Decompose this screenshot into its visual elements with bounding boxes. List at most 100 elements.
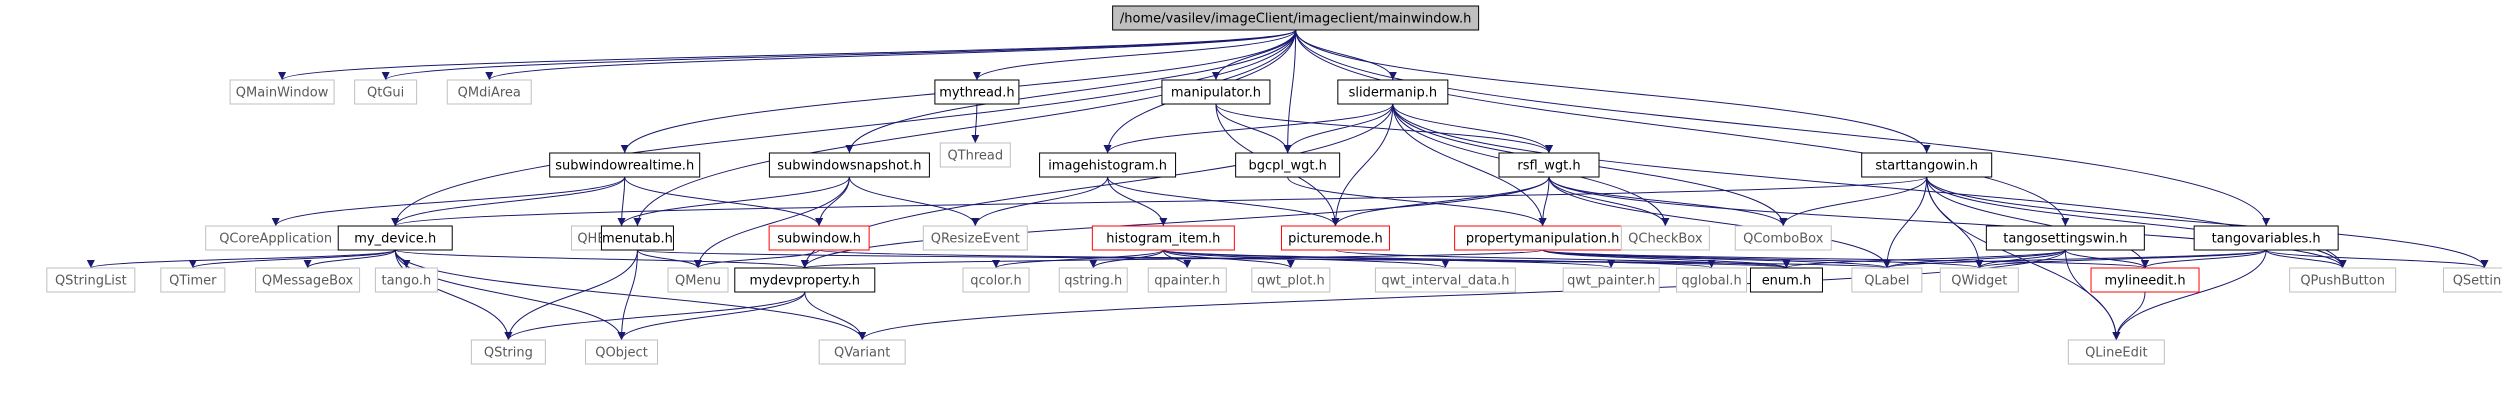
node-box-subwindowsnapshot [768, 152, 930, 178]
edge-tangovariables-to-mylineedit [2141, 249, 2267, 269]
edge-mythread-to-QThread [971, 103, 980, 144]
node-tangovariables[interactable]: tangovariables.h [2193, 225, 2339, 251]
edge-mydevproperty-to-QString [504, 291, 806, 341]
edge-mylineedit-to-QLineEdit [2112, 291, 2146, 341]
edge-propertymanipulation-to-mylineedit [1542, 249, 2149, 269]
node-qpainter: qpainter.h [1147, 267, 1227, 293]
node-box-QResizeEvent [922, 225, 1028, 251]
node-tangosettingswin[interactable]: tangosettingswin.h [1985, 225, 2145, 251]
node-box-QtGui [354, 79, 418, 105]
node-bgcpl_wgt[interactable]: bgcpl_wgt.h [1235, 152, 1341, 178]
node-label-QTimer: QTimer [169, 274, 217, 289]
node-propertymanipulation[interactable]: propertymanipulation.h [1454, 225, 1632, 251]
node-mainwindow[interactable]: /home/vasilev/imageClient/imageclient/ma… [1112, 5, 1480, 31]
node-label-tangosettingswin: tangosettingswin.h [2003, 232, 2127, 247]
node-box-tango [374, 267, 438, 293]
node-box-qwt_painter [1562, 267, 1660, 293]
node-picturemode[interactable]: picturemode.h [1280, 225, 1390, 251]
node-label-my_device: my_device.h [354, 232, 436, 247]
node-label-QLabel: QLabel [1864, 274, 1909, 289]
node-box-qcolor [962, 267, 1030, 293]
node-subwindow[interactable]: subwindow.h [768, 225, 870, 251]
edge-rsfl_wgt-to-QLabel [1548, 176, 1891, 269]
node-box-qstring [1058, 267, 1128, 293]
node-label-QMainWindow: QMainWindow [236, 86, 329, 101]
node-label-qpainter: qpainter.h [1154, 274, 1220, 289]
node-subwindowsnapshot[interactable]: subwindowsnapshot.h [768, 152, 930, 178]
edge-histogram_item-to-qwt_interval_data [1162, 249, 1450, 269]
edge-subwindowsnapshot-to-QResizeEvent [848, 176, 980, 227]
node-mylineedit[interactable]: mylineedit.h [2090, 267, 2200, 293]
edge-tangosettingswin-to-QLabel [1883, 249, 2066, 269]
node-enum[interactable]: enum.h [1749, 267, 1823, 293]
node-box-qglobal [1676, 267, 1748, 293]
edge-subwindow-to-QMenu [694, 249, 820, 269]
edge-histogram_item-to-qcolor [992, 249, 1164, 269]
edge-slidermanip-to-picturemode [1331, 103, 1394, 227]
node-label-qwt_painter: qwt_painter.h [1567, 274, 1655, 289]
edge-mainwindow-to-QMdiArea [485, 29, 1297, 81]
node-QObject: QObject [585, 339, 659, 365]
node-label-QtGui: QtGui [367, 86, 404, 101]
edge-menutab-to-QString [504, 249, 638, 341]
node-imagehistogram[interactable]: imagehistogram.h [1039, 152, 1177, 178]
node-QMenu: QMenu [667, 267, 729, 293]
node-histogram_item[interactable]: histogram_item.h [1091, 225, 1235, 251]
edge-starttangowin-to-QSettings [1926, 176, 2489, 269]
edge-manipulator-to-rsfl_wgt [1215, 103, 1553, 154]
node-label-subwindowrealtime: subwindowrealtime.h [555, 159, 694, 174]
node-label-QWidget: QWidget [1951, 274, 2007, 289]
edge-subwindowrealtime-to-QCoreApplication [271, 176, 626, 227]
node-box-QObject [585, 339, 659, 365]
node-subwindowrealtime[interactable]: subwindowrealtime.h [549, 152, 701, 178]
edge-rsfl_wgt-to-QCheckBox [1548, 176, 1670, 227]
node-box-qwt_plot [1251, 267, 1331, 293]
node-box-QLineEdit [2067, 339, 2165, 365]
edge-starttangowin-to-QPushButton [1926, 176, 2347, 269]
node-label-qcolor: qcolor.h [970, 274, 1021, 289]
edge-tangovariables-to-QWidget [1975, 249, 2267, 269]
node-mydevproperty[interactable]: mydevproperty.h [734, 267, 876, 293]
edge-histogram_item-to-qwt_plot [1162, 249, 1295, 269]
node-box-rsfl_wgt [1498, 152, 1600, 178]
edge-subwindowsnapshot-to-QHBoxLayout [617, 176, 850, 227]
node-menutab[interactable]: menutab.h [600, 225, 674, 251]
node-label-tangovariables: tangovariables.h [2212, 232, 2321, 247]
node-mythread[interactable]: mythread.h [934, 79, 1020, 105]
edge-bgcpl_wgt-to-propertymanipulation [1287, 176, 1547, 227]
node-label-QCoreApplication: QCoreApplication [219, 232, 332, 247]
node-box-QCoreApplication [205, 225, 347, 251]
node-my_device[interactable]: my_device.h [337, 225, 453, 251]
node-box-tangosettingswin [1985, 225, 2145, 251]
edge-mainwindow-to-menutab [633, 29, 1297, 227]
edge-my_device-to-QVariant [394, 249, 867, 341]
node-tango: tango.h [374, 267, 438, 293]
edge-tangosettingswin-to-QVariant [858, 249, 2066, 341]
node-box-qpainter [1147, 267, 1227, 293]
node-rsfl_wgt[interactable]: rsfl_wgt.h [1498, 152, 1600, 178]
node-QCoreApplication: QCoreApplication [205, 225, 347, 251]
node-QSettings: QSettings [2442, 267, 2502, 293]
node-box-subwindow [768, 225, 870, 251]
node-label-QResizeEvent: QResizeEvent [931, 232, 1020, 247]
edges-layer [87, 29, 2489, 341]
node-label-manipulator: manipulator.h [1171, 86, 1261, 101]
edge-mydevproperty-to-QObject [617, 291, 806, 341]
node-slidermanip[interactable]: slidermanip.h [1337, 79, 1449, 105]
node-label-qwt_interval_data: qwt_interval_data.h [1381, 274, 1509, 289]
node-box-QWidget [1939, 267, 2019, 293]
edge-mainwindow-to-my_device [391, 29, 1297, 227]
node-label-QMessageBox: QMessageBox [262, 274, 354, 289]
node-label-QComboBox: QComboBox [1743, 232, 1824, 247]
node-label-qstring: qstring.h [1064, 274, 1122, 289]
edge-slidermanip-to-imagehistogram [1103, 103, 1394, 154]
node-box-tangovariables [2193, 225, 2339, 251]
node-box-QMessageBox [255, 267, 361, 293]
node-starttangowin[interactable]: starttangowin.h [1861, 152, 1993, 178]
edge-my_device-to-QObject [394, 249, 626, 341]
node-qglobal: qglobal.h [1676, 267, 1748, 293]
node-box-QLabel [1851, 267, 1923, 293]
node-label-picturemode: picturemode.h [1288, 232, 1383, 247]
node-manipulator[interactable]: manipulator.h [1161, 79, 1271, 105]
